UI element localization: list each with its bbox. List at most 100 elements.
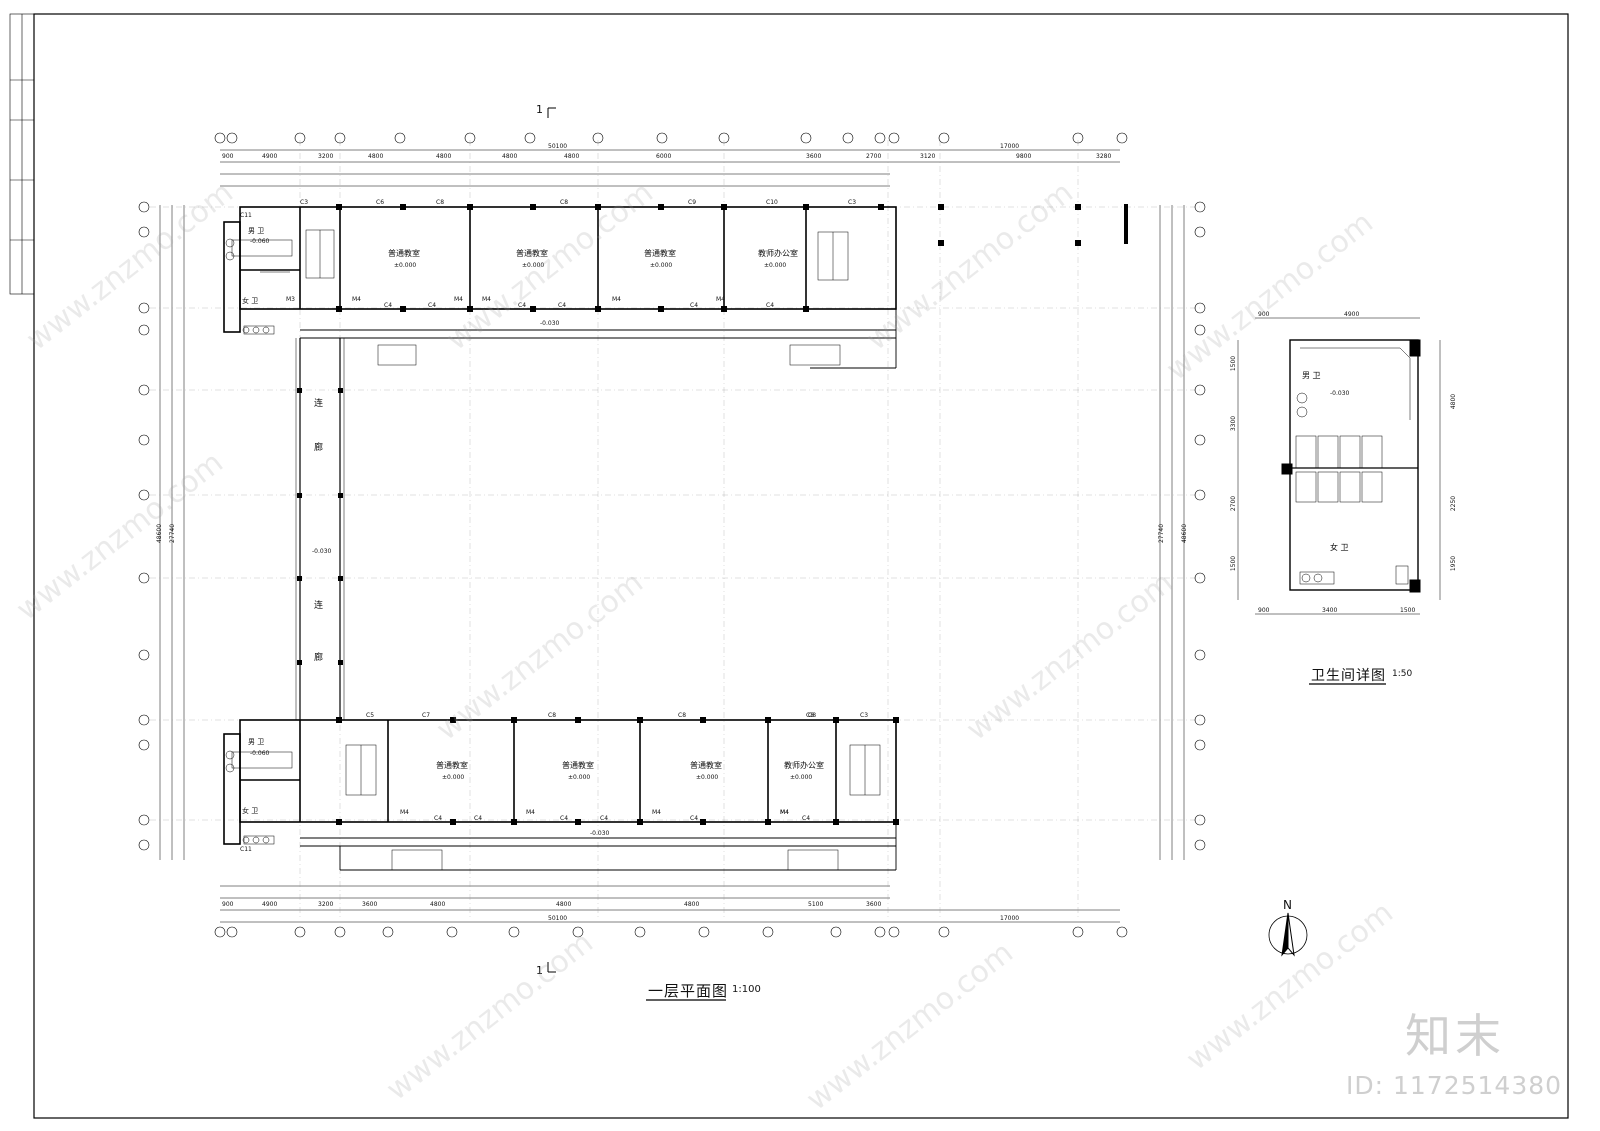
left-inner-dim: 27740 <box>169 523 177 544</box>
bottom-toilet-male: 男 卫 <box>248 738 265 746</box>
bottom-bay-dim: 4900 <box>262 901 278 908</box>
top-window-c11: C11 <box>240 212 252 219</box>
top-window-south: C4 <box>558 302 567 309</box>
section-label-bottom: 1 <box>536 964 543 977</box>
brand-logo-text: 知末 <box>1405 1009 1505 1063</box>
bottom-columns <box>336 717 899 825</box>
bottom-stairs <box>345 744 881 871</box>
top-window-north: C6 <box>376 199 385 206</box>
top-right-bay-dim: 3280 <box>1096 153 1112 160</box>
corridor-char: 连 <box>314 601 324 611</box>
top-window-north: C3 <box>848 199 857 206</box>
left-total-dim: 48600 <box>156 523 164 544</box>
bottom-window-north: C7 <box>422 712 431 719</box>
top-window-south: C4 <box>428 302 437 309</box>
bottom-door: M4 <box>652 809 661 816</box>
bottom-window-south: C4 <box>802 815 811 822</box>
top-bay-dim: 3600 <box>806 153 822 160</box>
top-door: M4 <box>454 296 463 303</box>
bottom-door: M4 <box>526 809 535 816</box>
bottom-bay-dim: 900 <box>222 901 234 908</box>
north-label: N <box>1283 898 1292 912</box>
left-dimension-lines <box>159 205 185 860</box>
bottom-door: M4 <box>780 809 789 816</box>
right-dimension-lines <box>1159 205 1185 860</box>
bottom-bay-dim: 3600 <box>866 901 882 908</box>
top-corridor-level: -0.030 <box>540 320 560 327</box>
bottom-door: M4 <box>780 809 789 816</box>
detail-left-dim: 3300 <box>1230 415 1238 432</box>
top-toilet-level: -0.060 <box>250 238 270 245</box>
detail-stalls <box>1295 392 1409 585</box>
right-total-dim: 48600 <box>1181 523 1189 544</box>
top-room-level: ±0.000 <box>522 262 545 269</box>
detail-left-dim: 1500 <box>1230 555 1238 572</box>
top-total-dim: 50100 <box>548 143 568 150</box>
top-columns <box>336 204 1128 312</box>
connecting-corridor <box>295 338 345 720</box>
bottom-dimension-lines <box>220 885 1120 923</box>
bottom-toilet-female: 女 卫 <box>242 807 259 815</box>
top-door: M3 <box>286 296 295 303</box>
bottom-room-level: ±0.000 <box>790 774 813 781</box>
detail-level: -0.030 <box>1330 390 1350 397</box>
corridor-char: 廊 <box>314 653 324 663</box>
top-stairs <box>305 229 849 366</box>
top-bay-dim: 4800 <box>564 153 580 160</box>
detail-top-dim: 4900 <box>1344 311 1360 318</box>
bottom-window-south: C4 <box>560 815 569 822</box>
top-window-south: C4 <box>766 302 775 309</box>
top-bay-dim: 900 <box>222 153 234 160</box>
sheet-frame <box>33 13 1569 1119</box>
top-right-bay-dim: 3120 <box>920 153 936 160</box>
bottom-room-level: ±0.000 <box>568 774 591 781</box>
bottom-room-name: 教师办公室 <box>784 761 824 770</box>
top-toilet-fixtures <box>225 238 293 335</box>
section-cut-marks <box>547 107 556 973</box>
detail-right-dim: 2250 <box>1450 495 1458 512</box>
corridor-columns <box>297 388 343 665</box>
corridor-char: 廊 <box>314 443 324 453</box>
bottom-bay-dim: 5100 <box>808 901 824 908</box>
top-block-walls <box>223 206 897 333</box>
top-bay-dim: 2700 <box>866 153 882 160</box>
top-room-name: 普通教室 <box>516 249 548 258</box>
image-id-text: ID: 1172514380 <box>1346 1071 1563 1100</box>
bottom-room-level: ±0.000 <box>696 774 719 781</box>
top-room-level: ±0.000 <box>764 262 787 269</box>
bottom-window-south: C4 <box>434 815 443 822</box>
bottom-window-north: C8 <box>678 712 687 719</box>
bottom-bay-dim: 4800 <box>556 901 572 908</box>
top-toilet-female: 女 卫 <box>242 297 259 305</box>
top-window-north: C10 <box>766 199 778 206</box>
bottom-right-total-dim: 17000 <box>1000 915 1020 922</box>
detail-top-dim: 900 <box>1258 311 1270 318</box>
top-window-north: C9 <box>688 199 697 206</box>
toilet-detail <box>1237 317 1441 615</box>
top-door: M4 <box>482 296 491 303</box>
top-bay-dim: 3200 <box>318 153 334 160</box>
top-bay-dim: 4800 <box>502 153 518 160</box>
detail-right-dim: 1950 <box>1450 555 1458 572</box>
main-plan-scale: 1:100 <box>732 984 761 995</box>
bottom-window-north: C5 <box>366 712 375 719</box>
detail-male: 男 卫 <box>1302 371 1321 380</box>
top-window-south: C4 <box>384 302 393 309</box>
bottom-bay-dim: 4800 <box>430 901 446 908</box>
top-window-south: C4 <box>690 302 699 309</box>
top-window-south: C4 <box>518 302 527 309</box>
title-block-strip <box>9 13 35 295</box>
detail-left-dim: 2700 <box>1230 495 1238 512</box>
bottom-toilet-level: -0.060 <box>250 750 270 757</box>
bottom-block-walls <box>223 719 897 845</box>
top-room-level: ±0.000 <box>394 262 417 269</box>
top-toilet-male: 男 卫 <box>248 227 265 235</box>
detail-left-dim: 1500 <box>1230 355 1238 372</box>
top-door: M4 <box>612 296 621 303</box>
detail-bottom-dim: 900 <box>1258 607 1270 614</box>
detail-scale: 1:50 <box>1392 669 1413 679</box>
top-window-north: C8 <box>560 199 569 206</box>
bottom-room-level: ±0.000 <box>442 774 465 781</box>
top-right-bay-dim: 9800 <box>1016 153 1032 160</box>
